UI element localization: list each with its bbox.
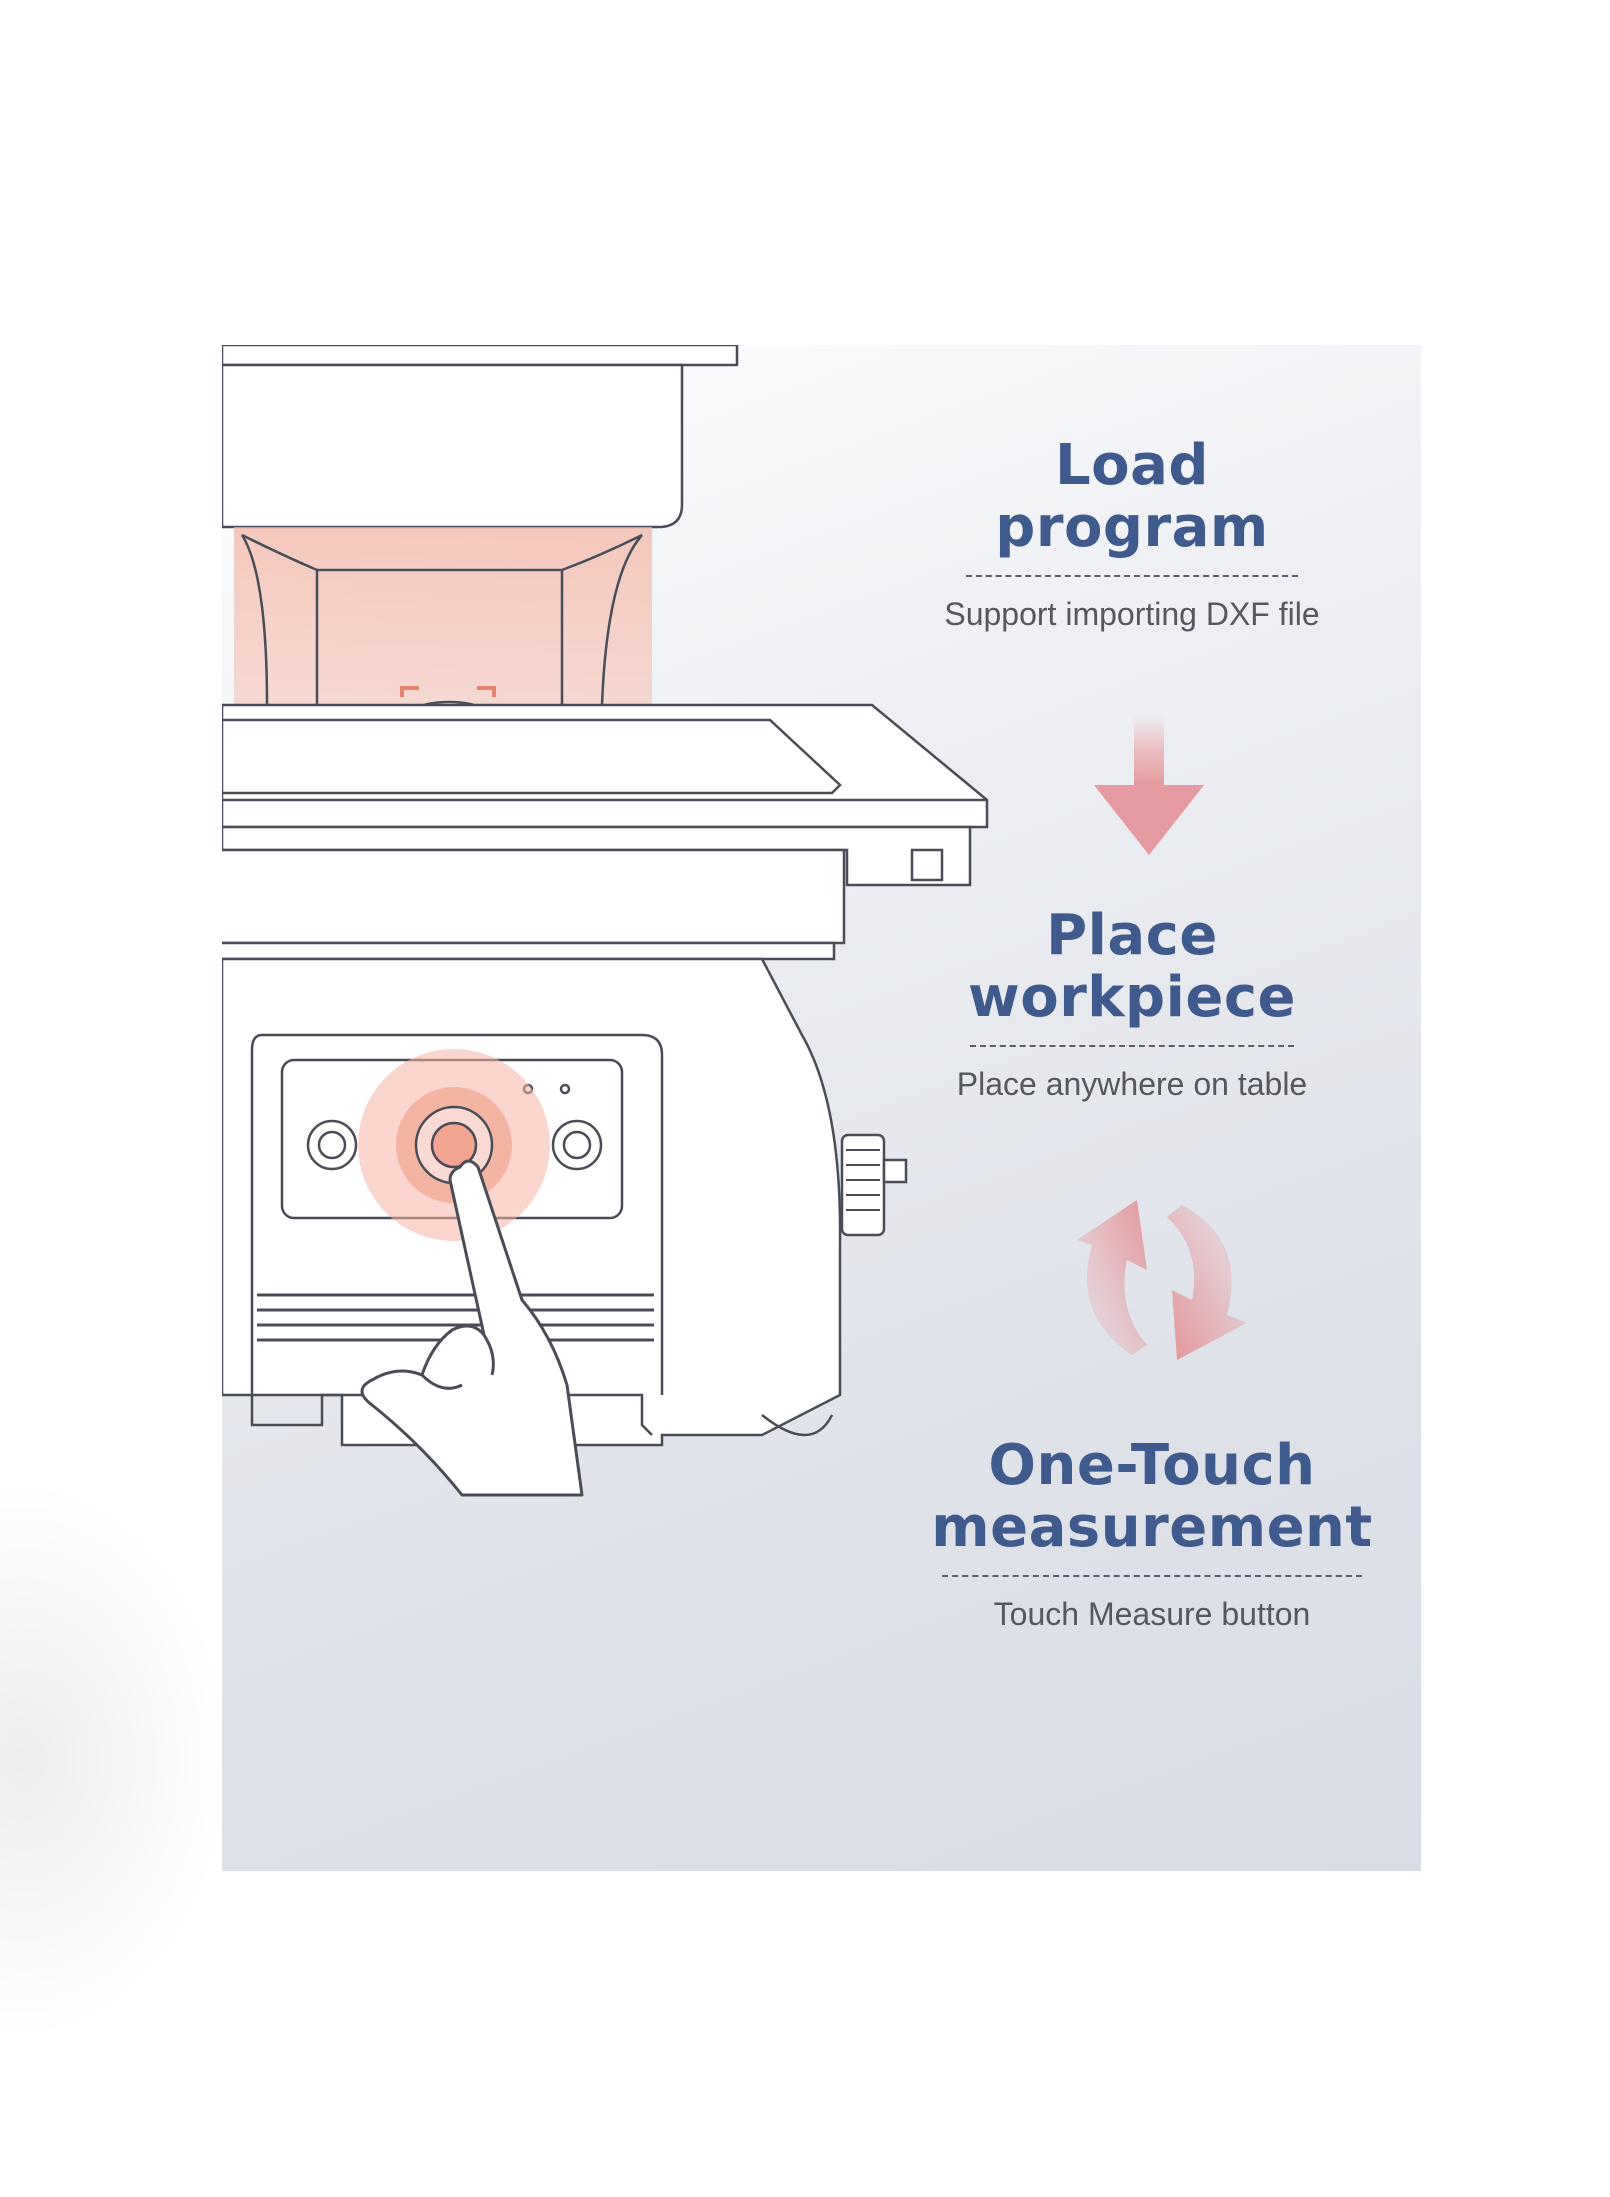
measurement-table [222,703,989,961]
step-title-line2: measurement [931,1495,1373,1560]
step-title-line1: Load [1054,433,1210,498]
feature-panel: Load program Support importing DXF file … [222,345,1421,1871]
arrow-down-icon [1094,715,1204,855]
step-one-touch-measurement: One-Touch measurement Touch Measure butt… [922,1435,1382,1633]
step-title-line2: workpiece [967,965,1296,1030]
lens-column [240,533,643,706]
measure-button [358,1049,550,1241]
step-title-line1: One-Touch [988,1433,1316,1498]
step-title-line1: Place [1046,903,1218,968]
step-description: Touch Measure button [993,1596,1311,1632]
refresh-cycle-icon [1077,1200,1247,1360]
step-load-program: Load program Support importing DXF file [922,435,1342,633]
dashed-divider [942,1575,1362,1577]
step-title: Load program [922,435,1342,559]
step-title-line2: program [995,495,1269,560]
step-place-workpiece: Place workpiece Place anywhere on table [922,905,1342,1103]
pointing-hand-icon [360,1159,584,1497]
background-shadow [0,1480,230,2040]
step-description: Place anywhere on table [956,1066,1308,1102]
dashed-divider [970,1045,1294,1047]
measuring-machine-illustration [222,345,989,1497]
camera-head [222,345,739,529]
step-description: Support importing DXF file [944,596,1320,632]
step-title: One-Touch measurement [922,1435,1382,1559]
step-title: Place workpiece [922,905,1342,1029]
side-knob [846,1149,880,1211]
dashed-divider [966,575,1298,577]
